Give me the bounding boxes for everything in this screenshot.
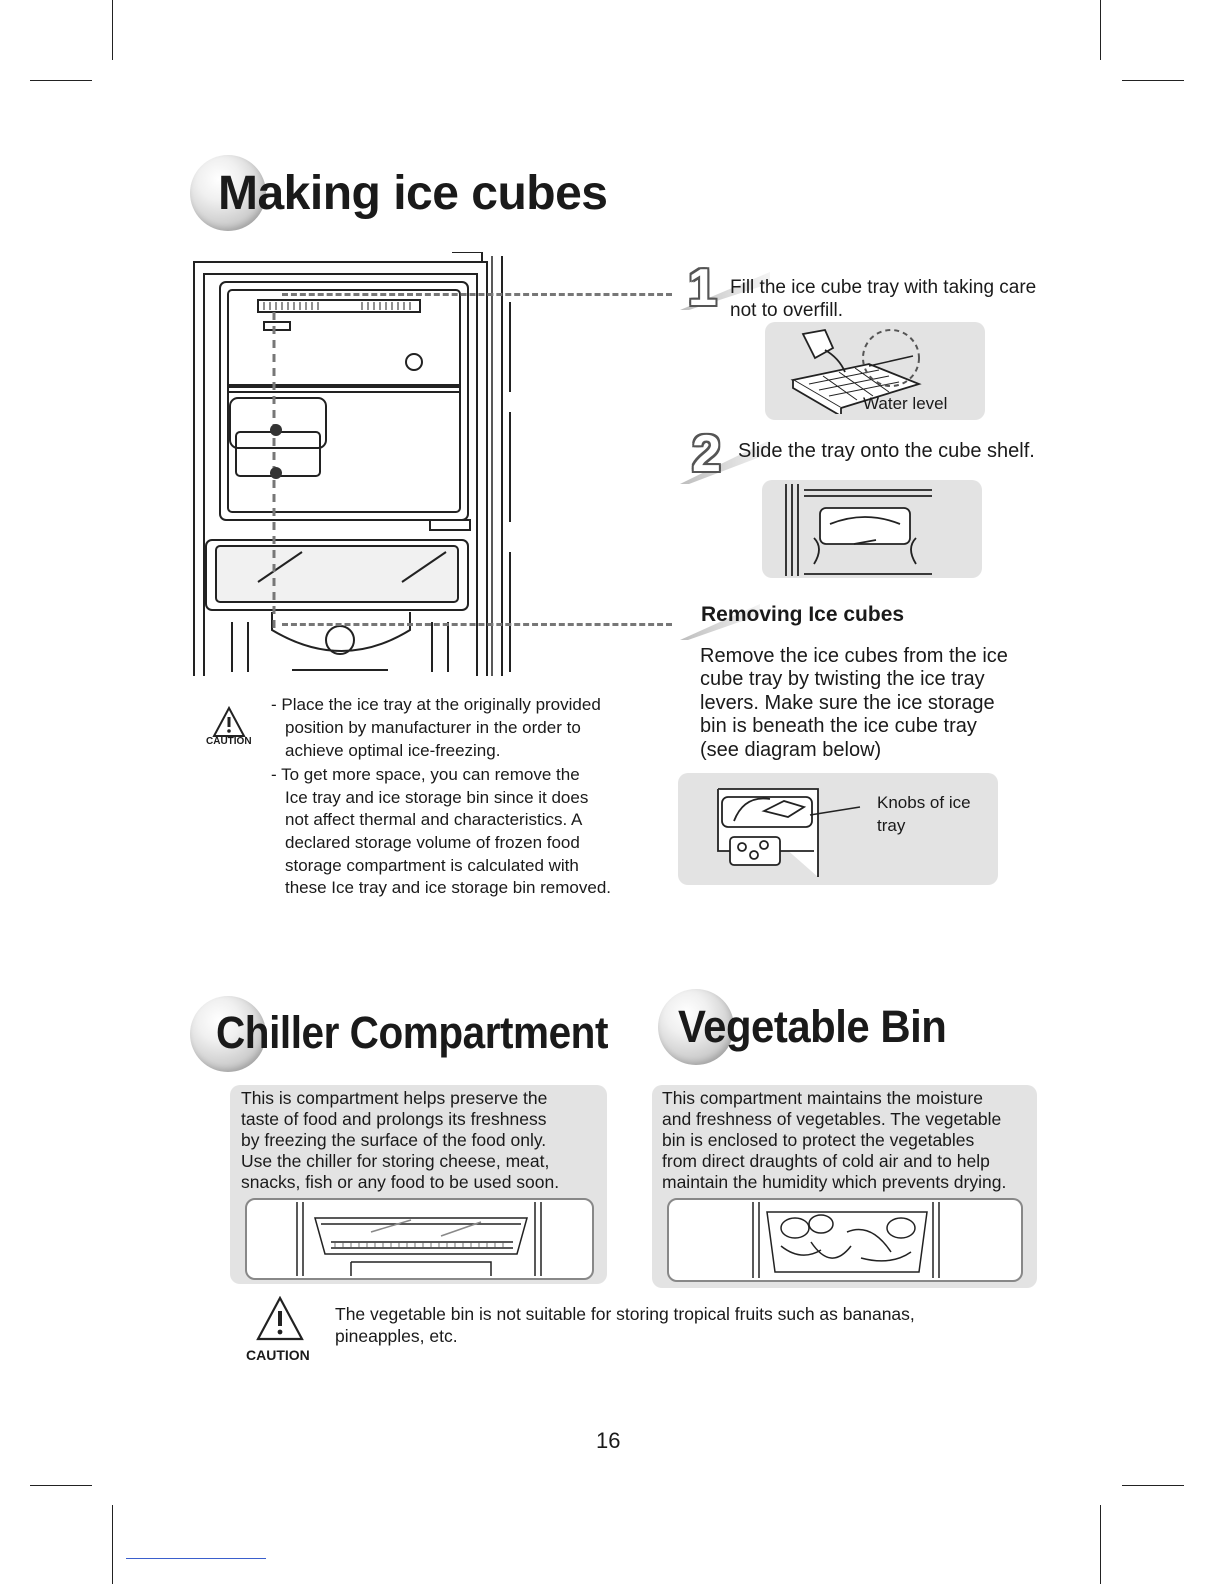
removing-line: bin is beneath the ice cube tray [700, 715, 977, 737]
caution-line: declared storage volume of frozen food [285, 833, 580, 852]
caution-line: storage compartment is calculated with [285, 856, 579, 875]
caution-line: these Ice tray and ice storage bin remov… [285, 878, 612, 897]
caution-line: - Place the ice tray at the originally p… [271, 695, 601, 714]
caution-line: - To get more space, you can remove the [271, 765, 580, 784]
vegetable-line: maintain the humidity which prevents dry… [662, 1172, 1007, 1192]
vegetable-bin-illustration [752, 1202, 940, 1278]
page-title: Making ice cubes [218, 167, 608, 220]
vegetable-line: from direct draughts of cold air and to … [662, 1151, 990, 1171]
knobs-figure: Knobs of ice tray [678, 773, 998, 885]
crop-mark [1122, 80, 1184, 81]
chiller-line: Use the chiller for storing cheese, meat… [241, 1151, 550, 1171]
leader-line-top [282, 293, 672, 296]
crop-mark [112, 0, 113, 60]
ice-tray-pour-illustration [790, 328, 922, 414]
knobs-label-line1: Knobs of ice [877, 793, 971, 812]
crop-mark [1100, 0, 1101, 60]
chiller-heading: Chiller Compartment [216, 1007, 609, 1058]
knobs-label-line2: tray [877, 816, 906, 835]
page-number: 16 [596, 1428, 621, 1453]
crop-mark [30, 1485, 92, 1486]
caution-line: position by manufacturer in the order to [285, 718, 581, 737]
step1-text-line1: Fill the ice cube tray with taking care [730, 277, 1037, 298]
water-level-label: Water level [863, 394, 948, 413]
vegetable-line: and freshness of vegetables. The vegetab… [662, 1109, 1002, 1129]
removing-line: levers. Make sure the ice storage [700, 692, 995, 714]
leader-line-bottom [282, 623, 672, 626]
slide-tray-illustration [785, 484, 932, 576]
chiller-line: taste of food and prolongs its freshness [241, 1109, 547, 1129]
caution-bottom-line2: pineapples, etc. [335, 1326, 458, 1346]
caution-triangle-icon [212, 706, 246, 737]
refrigerator-illustration [193, 252, 511, 676]
heading-bubble-icon [190, 996, 266, 1072]
heading-bubble-icon [190, 155, 266, 231]
heading-bubble-icon [658, 989, 734, 1065]
caution-label: CAUTION [206, 736, 252, 747]
step-number-2: 2 [692, 425, 721, 483]
caution-line: not affect thermal and characteristics. … [285, 810, 583, 829]
chiller-line: by freezing the surface of the food only… [241, 1130, 547, 1150]
vegetable-heading: Vegetable Bin [678, 1001, 947, 1052]
caution-bottom-line1: The vegetable bin is not suitable for st… [335, 1304, 915, 1324]
caution-label: CAUTION [246, 1347, 310, 1363]
crop-mark [1122, 1485, 1184, 1486]
chiller-figure-frame [245, 1198, 594, 1280]
removing-line: cube tray by twisting the ice tray [700, 668, 985, 690]
caution-line: achieve optimal ice-freezing. [285, 741, 501, 760]
removing-line: (see diagram below) [700, 739, 882, 761]
vegetable-line: bin is enclosed to protect the vegetable… [662, 1130, 975, 1150]
crop-mark [112, 1505, 113, 1584]
caution-triangle-icon [256, 1296, 304, 1341]
vegetable-figure-frame [667, 1198, 1023, 1282]
ice-tray-knob-illustration [717, 788, 861, 877]
removing-line: Remove the ice cubes from the ice [700, 645, 1008, 667]
crop-mark [30, 80, 92, 81]
chiller-line: snacks, fish or any food to be used soon… [241, 1172, 560, 1192]
water-level-callout-circle [862, 329, 920, 387]
footer-rule [126, 1558, 266, 1559]
step2-text: Slide the tray onto the cube shelf. [738, 440, 1035, 462]
water-level-figure: Water level [765, 322, 985, 420]
step-number-1: 1 [688, 259, 717, 317]
removing-title: Removing Ice cubes [701, 603, 905, 626]
step1-text-line2: not to overfill. [730, 300, 843, 321]
crop-mark [1100, 1505, 1101, 1584]
chiller-line: This is compartment helps preserve the [241, 1088, 548, 1108]
chiller-tray-illustration [296, 1202, 542, 1276]
slide-tray-figure [762, 480, 982, 578]
caution-line: Ice tray and ice storage bin since it do… [285, 788, 589, 807]
vegetable-line: This compartment maintains the moisture [662, 1088, 983, 1108]
